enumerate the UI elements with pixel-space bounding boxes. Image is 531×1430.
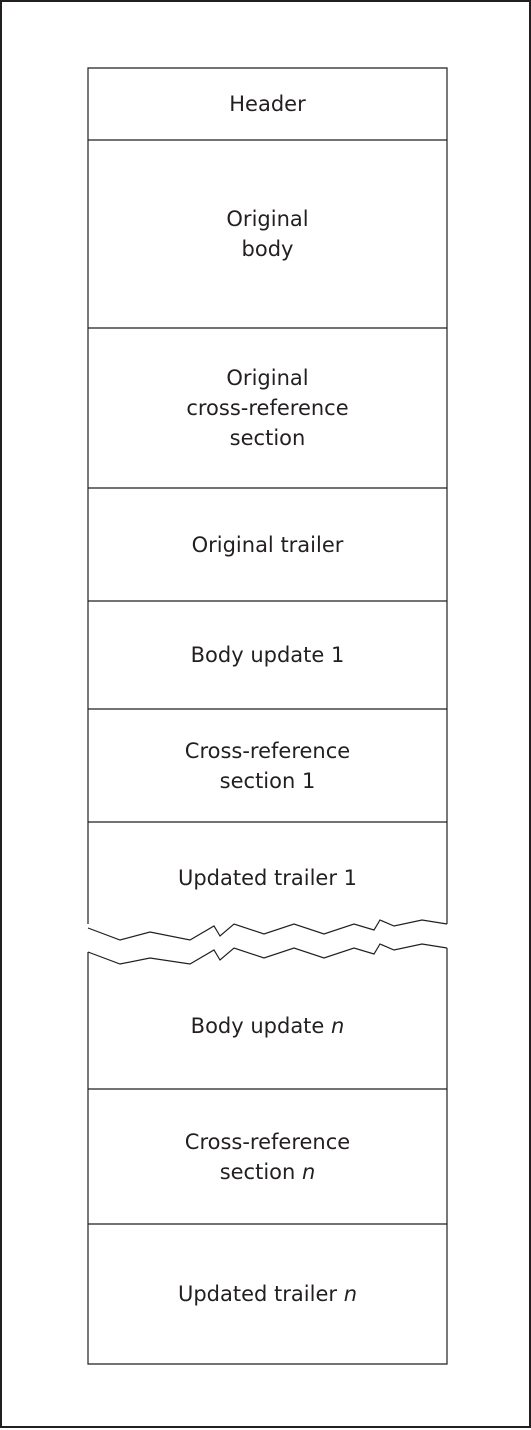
updated-trailer-n-var: n <box>343 1282 357 1306</box>
body-update-n-label: Body update n <box>191 1011 345 1041</box>
xref-section-n-block: Cross-reference section n <box>88 1089 447 1224</box>
body-update-n-block: Body update n <box>88 962 447 1089</box>
body-update-n-prefix: Body update <box>190 1013 332 1038</box>
xref-section-1-block: Cross-reference section 1 <box>88 709 447 822</box>
updated-trailer-1-block: Updated trailer 1 <box>88 822 447 934</box>
header-label: Header <box>229 92 306 116</box>
xref-section-n-label-line1: Cross-reference <box>184 1129 351 1154</box>
xref-section-n-prefix: section <box>219 1159 302 1184</box>
upper-section-outline <box>87 67 448 924</box>
lower-section-outline <box>87 948 448 1365</box>
xref-section-1-label-line1: Cross-reference <box>184 738 351 763</box>
xref-section-n-label-line2: section n <box>220 1157 316 1187</box>
updated-trailer-n-block: Updated trailer n <box>88 1224 447 1364</box>
original-body-block: Original body <box>88 140 447 328</box>
xref-section-1-label-line2: section 1 <box>219 768 316 793</box>
updated-trailer-1-label: Updated trailer 1 <box>177 866 358 890</box>
break-edge-bottom <box>87 943 448 965</box>
xref-section-n-var: n <box>302 1159 316 1184</box>
original-trailer-label: Original trailer <box>191 532 344 557</box>
body-update-1-block: Body update 1 <box>88 601 447 709</box>
original-xref-label-line2: cross-reference <box>186 396 349 420</box>
original-xref-block: Original cross-reference section <box>88 328 447 488</box>
updated-trailer-n-prefix: Updated trailer <box>177 1282 344 1306</box>
original-xref-label-line3: section <box>229 426 306 450</box>
body-update-n-var: n <box>331 1013 345 1038</box>
original-body-label-line2: body <box>241 237 294 261</box>
header-block: Header <box>88 68 447 140</box>
original-xref-label-line1: Original <box>226 366 309 390</box>
original-trailer-block: Original trailer <box>88 488 447 601</box>
body-update-1-label: Body update 1 <box>190 643 345 667</box>
break-edge-top <box>87 919 448 941</box>
original-body-label-line1: Original <box>226 207 309 231</box>
updated-trailer-n-label: Updated trailer n <box>178 1279 357 1309</box>
